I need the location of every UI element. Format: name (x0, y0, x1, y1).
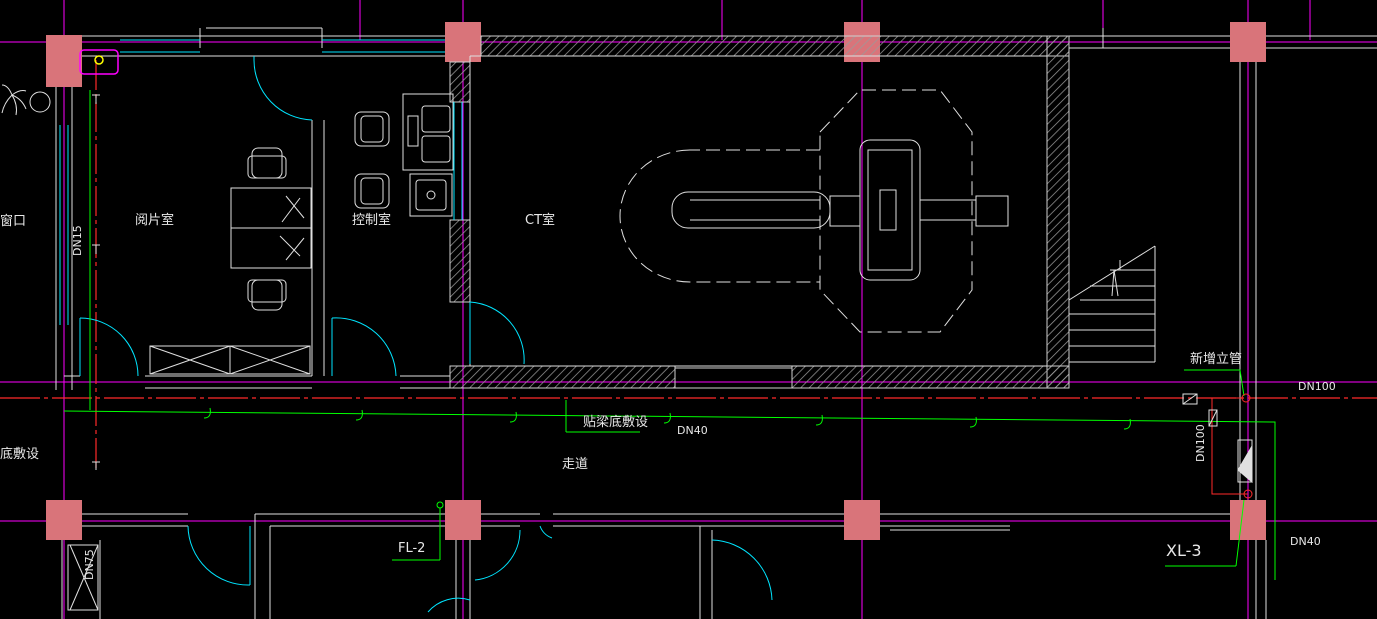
pipe-label-dn100-main: DN100 (1298, 380, 1336, 393)
room-label-corridor: 走道 (562, 457, 589, 472)
pipe-label-dn100-vertical: DN100 (1194, 424, 1207, 462)
drain-riser (1211, 393, 1253, 499)
note-under-beam: 贴梁底敷设 (583, 415, 649, 430)
column-b2 (445, 500, 481, 540)
walls (55, 27, 1377, 619)
column-d1 (1230, 22, 1266, 62)
pipe-label-fl2: FL-2 (398, 541, 426, 556)
plant (1, 84, 51, 116)
control-room-furniture (354, 93, 454, 217)
note-under-beam-left: 底敷设 (0, 447, 40, 462)
note-new-riser: 新增立管 (1190, 352, 1243, 367)
sink (79, 49, 119, 75)
column-a1 (46, 35, 82, 87)
staircase (1068, 245, 1156, 363)
column-a2 (46, 500, 82, 540)
pipe-symbols (1182, 393, 1253, 484)
ct-scanner (619, 89, 1009, 333)
column-b1 (445, 22, 481, 62)
pipe-label-dn15: DN15 (71, 225, 84, 256)
pipe-ticks (92, 94, 100, 470)
water-pipe (63, 90, 1276, 580)
room-label-ct: CT室 (525, 213, 556, 228)
pipe-label-dn40-main: DN40 (677, 424, 708, 437)
red-axis-line (0, 60, 1377, 470)
columns (46, 22, 1266, 540)
room-label-control: 控制室 (352, 213, 392, 228)
pipe-label-xl3: XL-3 (1166, 541, 1202, 560)
pipe-label-dn75: DN75 (83, 549, 96, 580)
column-d2 (1230, 500, 1266, 540)
pipe-label-dn40-right: DN40 (1290, 535, 1321, 548)
doors-windows (59, 39, 773, 613)
ct-shield-walls (449, 35, 1070, 389)
film-room-furniture (149, 147, 312, 375)
column-c2 (844, 500, 880, 540)
room-label-film-reading: 阅片室 (135, 213, 175, 228)
room-label-window: 窗口 (0, 214, 27, 229)
